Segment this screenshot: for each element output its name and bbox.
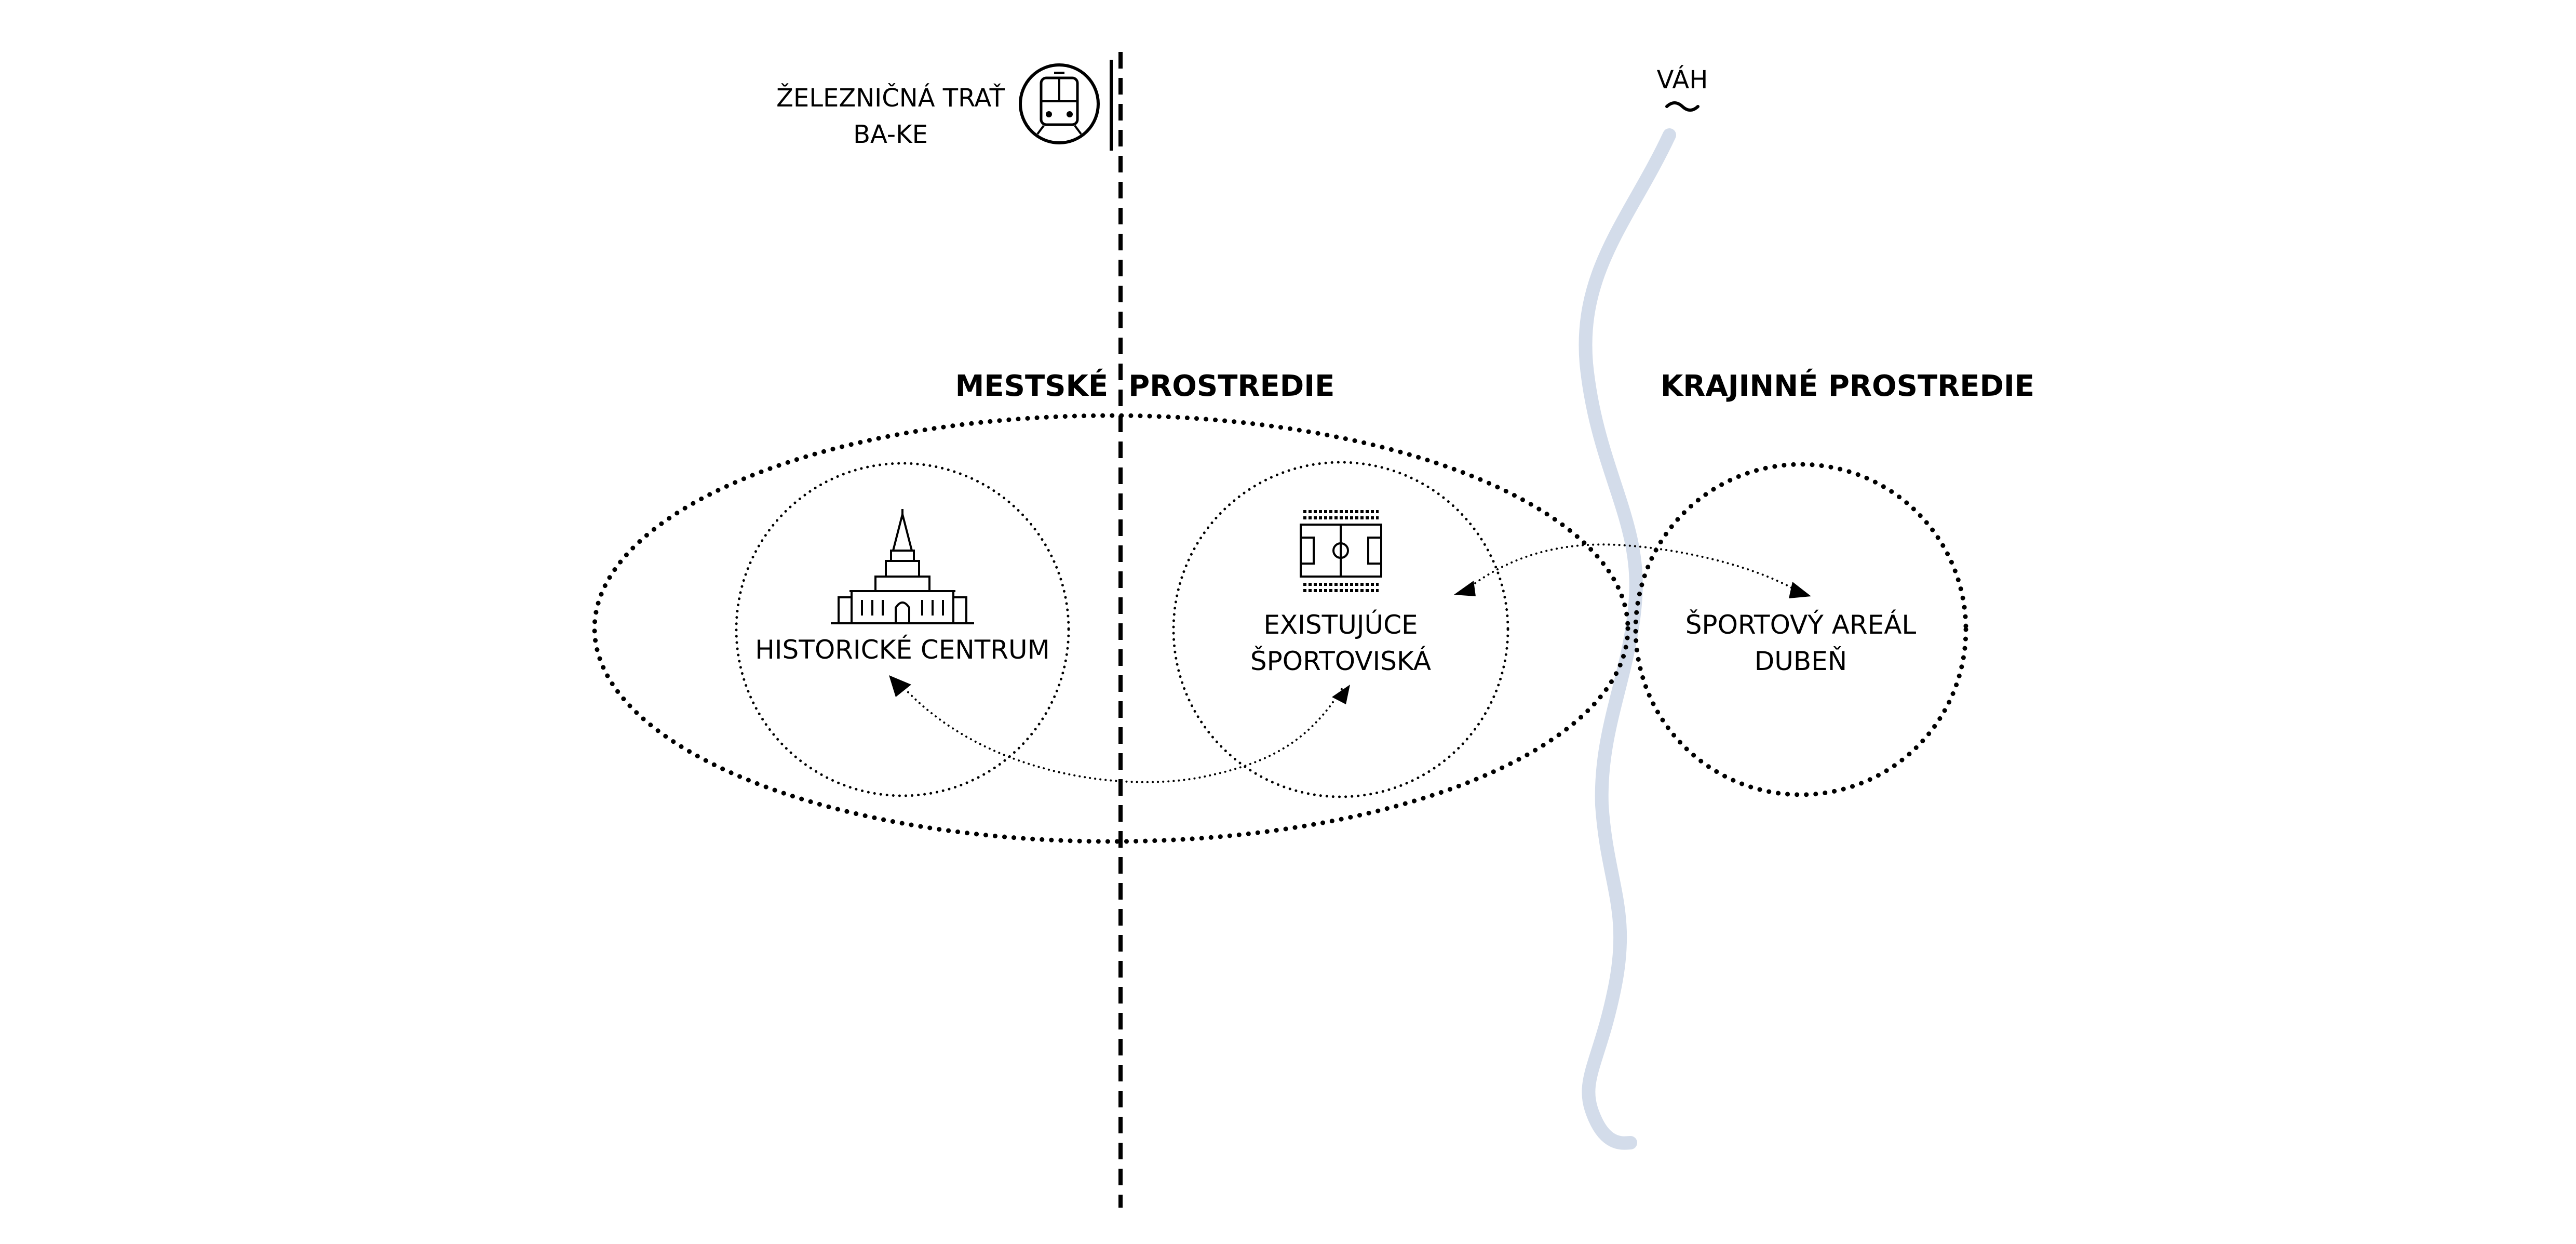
connector-historic-sports bbox=[900, 684, 1343, 783]
historic-centre-label: HISTORICKÉ CENTRUM bbox=[755, 634, 1050, 665]
duben-areal-label-line1: ŠPORTOVÝ AREÁL bbox=[1685, 609, 1917, 640]
sports-facilities-circle bbox=[1172, 461, 1509, 798]
arrowhead-sports-right bbox=[1454, 581, 1476, 596]
football-pitch-icon bbox=[1300, 510, 1382, 592]
river-vah bbox=[1579, 128, 1676, 1150]
church-tower-icon bbox=[831, 509, 974, 624]
urban-zone-ellipse bbox=[592, 413, 1630, 844]
landscape-zone-title: KRAJINNÉ PROSTREDIE bbox=[1661, 369, 2034, 403]
sports-facilities-label-line1: EXISTUJÚCE bbox=[1263, 609, 1418, 640]
railway-label-line1: ŽELEZNIČNÁ TRAŤ bbox=[776, 83, 1005, 113]
connector-sports-duben bbox=[1466, 543, 1800, 593]
arrowhead-sports-bottom bbox=[1332, 685, 1350, 704]
urban-zone-title: MESTSKÉ PROSTREDIE bbox=[955, 369, 1335, 403]
duben-areal-circle bbox=[1633, 462, 1968, 797]
duben-areal-label-line2: DUBEŇ bbox=[1755, 646, 1847, 676]
water-wave-icon bbox=[1665, 101, 1700, 112]
sports-facilities-label-line2: ŠPORTOVISKÁ bbox=[1250, 646, 1431, 676]
train-icon bbox=[1019, 60, 1113, 151]
arrowhead-duben bbox=[1789, 582, 1811, 598]
historic-centre-circle bbox=[735, 462, 1070, 797]
arrowhead-historic bbox=[889, 675, 911, 697]
railway-label-line2: BA-KE bbox=[853, 120, 928, 149]
river-label: VÁH bbox=[1657, 65, 1708, 95]
